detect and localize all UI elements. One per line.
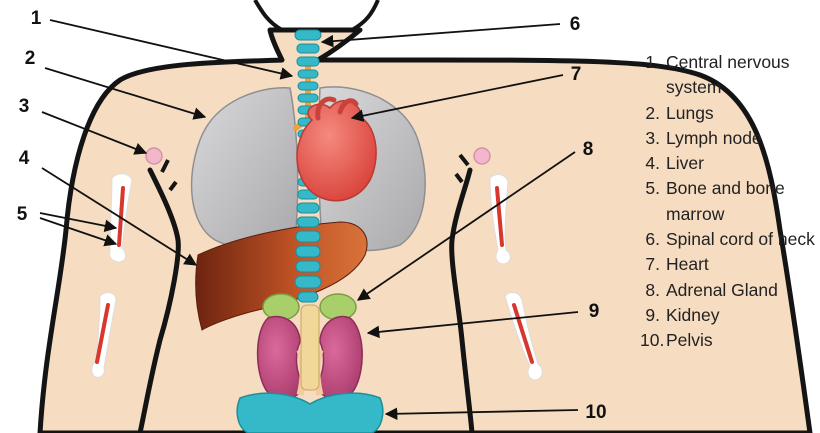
legend-number: 6. [640, 227, 660, 252]
right-kidney [316, 317, 362, 400]
legend-number: 3. [640, 126, 660, 151]
legend-item: 7.Heart [640, 252, 820, 277]
legend-item: 9.Kidney [640, 303, 820, 328]
legend-label: Lymph node [660, 126, 816, 151]
legend-label: Adrenal Gland [660, 278, 816, 303]
lumbar-spine [301, 305, 319, 390]
legend-label: Liver [660, 151, 816, 176]
legend-item: 8.Adrenal Gland [640, 278, 820, 303]
neck-left [255, 0, 282, 30]
left-lymph-node [146, 148, 162, 164]
legend-number: 10. [640, 328, 660, 353]
legend-item: 10.Pelvis [640, 328, 820, 353]
legend-number: 2. [640, 101, 660, 126]
callout-6: 6 [570, 14, 581, 35]
legend-label: Kidney [660, 303, 816, 328]
right-adrenal-gland [320, 294, 356, 320]
legend-item: 2.Lungs [640, 101, 820, 126]
callout-2: 2 [25, 48, 36, 69]
legend-item: 6.Spinal cord of neck [640, 227, 820, 252]
legend-label: Bone and bone marrow [660, 176, 816, 227]
callout-7: 7 [571, 64, 582, 85]
legend-item: 5.Bone and bone marrow [640, 176, 820, 227]
callout-10: 10 [585, 402, 606, 423]
legend-number: 5. [640, 176, 660, 227]
callout-1: 1 [31, 8, 42, 29]
legend-label: Pelvis [660, 328, 816, 353]
legend-number: 4. [640, 151, 660, 176]
callout-5: 5 [17, 204, 28, 225]
legend-item: 4.Liver [640, 151, 820, 176]
callout-4: 4 [19, 148, 30, 169]
legend-label: Heart [660, 252, 816, 277]
legend-label: Lungs [660, 101, 816, 126]
legend-item: 1.Central nervous system [640, 50, 820, 101]
legend-label: Spinal cord of neck [660, 227, 816, 252]
callout-9: 9 [589, 301, 600, 322]
legend-number: 7. [640, 252, 660, 277]
callout-8: 8 [583, 139, 594, 160]
legend-item: 3.Lymph node [640, 126, 820, 151]
legend-number: 9. [640, 303, 660, 328]
legend-label: Central nervous system [660, 50, 816, 101]
legend-number: 1. [640, 50, 660, 101]
right-lymph-node [474, 148, 490, 164]
legend: 1.Central nervous system 2.Lungs 3.Lymph… [640, 50, 820, 354]
callout-3: 3 [19, 96, 30, 117]
neck-right [352, 0, 378, 30]
legend-number: 8. [640, 278, 660, 303]
left-kidney [258, 317, 304, 400]
